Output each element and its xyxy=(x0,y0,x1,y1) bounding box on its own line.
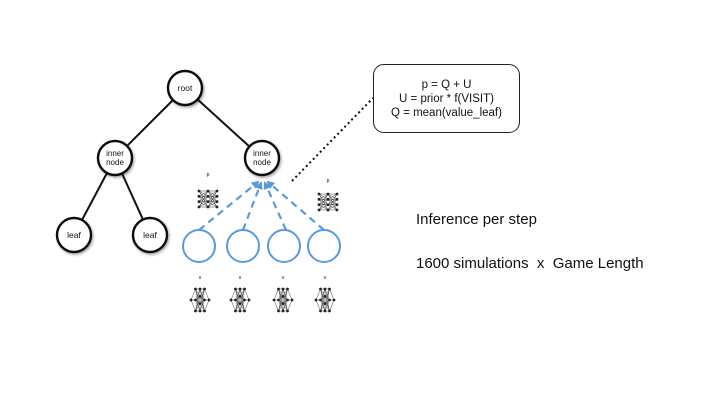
simulation-edges xyxy=(198,180,325,231)
value-label-1: v xyxy=(199,275,202,281)
tree-node-leaf-left: leaf xyxy=(55,216,93,254)
neural-network-icons xyxy=(189,189,339,313)
value-network-icon-3 xyxy=(272,287,294,313)
inference-title: Inference per step xyxy=(416,211,537,228)
value-network-icon-2 xyxy=(229,287,251,313)
simulation-nodes xyxy=(182,229,341,263)
sim-node-2 xyxy=(226,229,260,263)
inference-cost: 1600 simulations x Game Length xyxy=(416,255,644,272)
tree-node-leaf-right: leaf xyxy=(131,216,169,254)
leaf-left-label: leaf xyxy=(67,230,81,240)
prior-label-right: p xyxy=(327,178,330,184)
formula-connector xyxy=(291,97,374,182)
formula-line-q: Q = mean(value_leaf) xyxy=(391,106,502,119)
root-label: root xyxy=(178,83,193,93)
value-label-4: v xyxy=(324,275,327,281)
formula-line-p: p = Q + U xyxy=(421,78,472,91)
policy-network-icon-right xyxy=(317,192,339,212)
policy-network-icon-left xyxy=(197,189,219,209)
network-small-labels: p p v v v v xyxy=(199,172,330,281)
sim-edge-1 xyxy=(198,180,260,231)
formula-box: p = Q + U U = prior * f(VISIT) Q = mean(… xyxy=(373,64,520,133)
sim-node-4 xyxy=(307,229,341,263)
value-network-icon-1 xyxy=(189,287,211,313)
tree-node-root: root xyxy=(166,69,204,107)
sim-edge-4 xyxy=(266,180,325,231)
sim-edge-2 xyxy=(241,181,263,231)
value-label-2: v xyxy=(239,275,242,281)
leaf-right-label: leaf xyxy=(143,230,157,240)
value-network-icon-4 xyxy=(314,287,336,313)
prior-label-left: p xyxy=(207,172,210,178)
sim-edge-3 xyxy=(263,181,288,231)
sim-node-3 xyxy=(267,229,301,263)
sim-node-1 xyxy=(182,229,216,263)
formula-line-u: U = prior * f(VISIT) xyxy=(399,92,494,105)
value-label-3: v xyxy=(282,275,285,281)
